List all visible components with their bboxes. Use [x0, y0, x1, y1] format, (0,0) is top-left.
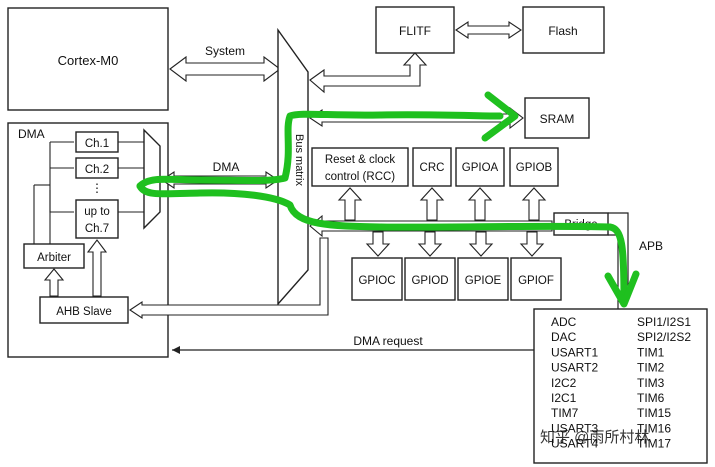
- ch7-label-line1: up to: [84, 206, 110, 218]
- gpiof-label: GPIOF: [518, 275, 554, 287]
- peripheral-left-8: USART4: [551, 437, 598, 451]
- peripheral-right-7: TIM16: [637, 421, 671, 435]
- gpioa-block: GPIOA: [455, 147, 505, 187]
- peripheral-right-3: TIM2: [637, 361, 665, 375]
- gpioe-label: GPIOE: [465, 275, 502, 287]
- flash-block: Flash: [522, 6, 605, 54]
- rcc-label-line2: control (RCC): [325, 171, 395, 183]
- cortex-m0-block: Cortex-M0: [7, 7, 169, 111]
- bus-to-crc-arrow: [419, 187, 445, 221]
- gpioe-block: GPIOE: [457, 257, 509, 301]
- crc-label: CRC: [420, 162, 445, 174]
- apb-peripherals-block: [533, 308, 708, 464]
- peripheral-left-0: ADC: [551, 315, 577, 329]
- sram-label: SRAM: [540, 112, 575, 126]
- rcc-label-line1: Reset & clock: [325, 154, 396, 166]
- bus-matrix: Bus matrix: [277, 27, 309, 306]
- matrix-to-ahb-slave-arrow: [129, 237, 329, 320]
- peripheral-left-6: TIM7: [551, 406, 579, 420]
- ch2-block: Ch.2: [75, 157, 119, 179]
- flitf-flash-arrow: [455, 20, 522, 40]
- peripheral-left-1: DAC: [551, 330, 577, 344]
- gpioa-label: GPIOA: [462, 162, 499, 174]
- dma-request-label: DMA request: [353, 334, 423, 348]
- bus-to-gpiod-arrow: [417, 231, 443, 257]
- peripheral-right-4: TIM3: [637, 376, 665, 390]
- apb-label: APB: [639, 239, 663, 253]
- peripherals-left-column: ADCDACUSART1USART2I2C2I2C1TIM7USART3USAR…: [551, 315, 598, 451]
- gpiob-block: GPIOB: [509, 147, 559, 187]
- peripheral-right-5: TIM6: [637, 391, 665, 405]
- ahb-slave-block: AHB Slave: [39, 296, 129, 324]
- arbiter-label: Arbiter: [37, 252, 71, 264]
- gpiob-label: GPIOB: [516, 162, 553, 174]
- dma-request-line: [172, 346, 534, 354]
- bus-matrix-label: Bus matrix: [293, 134, 305, 186]
- ahb-slave-to-arbiter-arrow: [43, 268, 65, 297]
- gpiof-block: GPIOF: [510, 257, 562, 301]
- watermark: 知乎 @雨所村林: [540, 429, 649, 446]
- gpiod-block: GPIOD: [404, 257, 456, 301]
- ch7-block: up to Ch.7: [75, 199, 119, 239]
- highlight-path-to-apb: [136, 182, 640, 308]
- bus-to-gpioa-arrow: [467, 187, 493, 221]
- ch2-label: Ch.2: [85, 164, 109, 176]
- peripheral-right-1: SPI2/I2S2: [637, 330, 691, 344]
- peripheral-right-6: TIM15: [637, 406, 671, 420]
- ch1-label: Ch.1: [85, 138, 109, 150]
- arbiter-block: Arbiter: [23, 243, 85, 269]
- matrix-to-flitf-arrow: [309, 52, 428, 94]
- gpioc-label: GPIOC: [358, 275, 395, 287]
- highlight-path-to-sram: [136, 91, 519, 190]
- peripheral-left-4: I2C2: [551, 376, 577, 390]
- flash-label: Flash: [548, 24, 577, 38]
- ch1-block: Ch.1: [75, 131, 119, 153]
- system-bus-label: System: [205, 44, 245, 58]
- dma-block-title: DMA: [18, 127, 45, 141]
- flitf-block: FLITF: [375, 6, 455, 54]
- system-bus-arrow: [169, 55, 281, 83]
- bus-to-gpioc-arrow: [365, 231, 391, 257]
- peripheral-left-2: USART1: [551, 345, 598, 359]
- cortex-m0-label: Cortex-M0: [58, 53, 119, 68]
- gpiod-label: GPIOD: [411, 275, 448, 287]
- bus-to-rcc-arrow: [337, 187, 363, 221]
- peripherals-right-column: SPI1/I2S1SPI2/I2S2TIM1TIM2TIM3TIM6TIM15T…: [637, 315, 691, 451]
- dma-bus-label: DMA: [213, 160, 240, 174]
- gpioc-block: GPIOC: [351, 257, 403, 301]
- peripheral-left-5: I2C1: [551, 391, 577, 405]
- bus-to-gpiob-arrow: [521, 187, 547, 221]
- peripheral-right-0: SPI1/I2S1: [637, 315, 691, 329]
- sram-block: SRAM: [524, 97, 590, 139]
- channel-ellipsis: ⋮: [91, 181, 103, 195]
- peripheral-left-3: USART2: [551, 361, 598, 375]
- dma-internal-lines: [33, 141, 144, 244]
- ahb-slave-label: AHB Slave: [56, 306, 112, 318]
- flitf-label: FLITF: [399, 24, 431, 38]
- ch7-label-line2: Ch.7: [85, 223, 109, 235]
- rcc-block: Reset & clock control (RCC): [311, 147, 409, 187]
- peripheral-left-7: USART3: [551, 421, 598, 435]
- peripheral-right-8: TIM17: [637, 437, 671, 451]
- bus-to-gpiof-arrow: [519, 231, 545, 257]
- crc-block: CRC: [412, 147, 452, 187]
- ahb-slave-to-channels-arrow: [86, 239, 108, 297]
- peripheral-right-2: TIM1: [637, 345, 665, 359]
- bus-to-gpioe-arrow: [468, 231, 494, 257]
